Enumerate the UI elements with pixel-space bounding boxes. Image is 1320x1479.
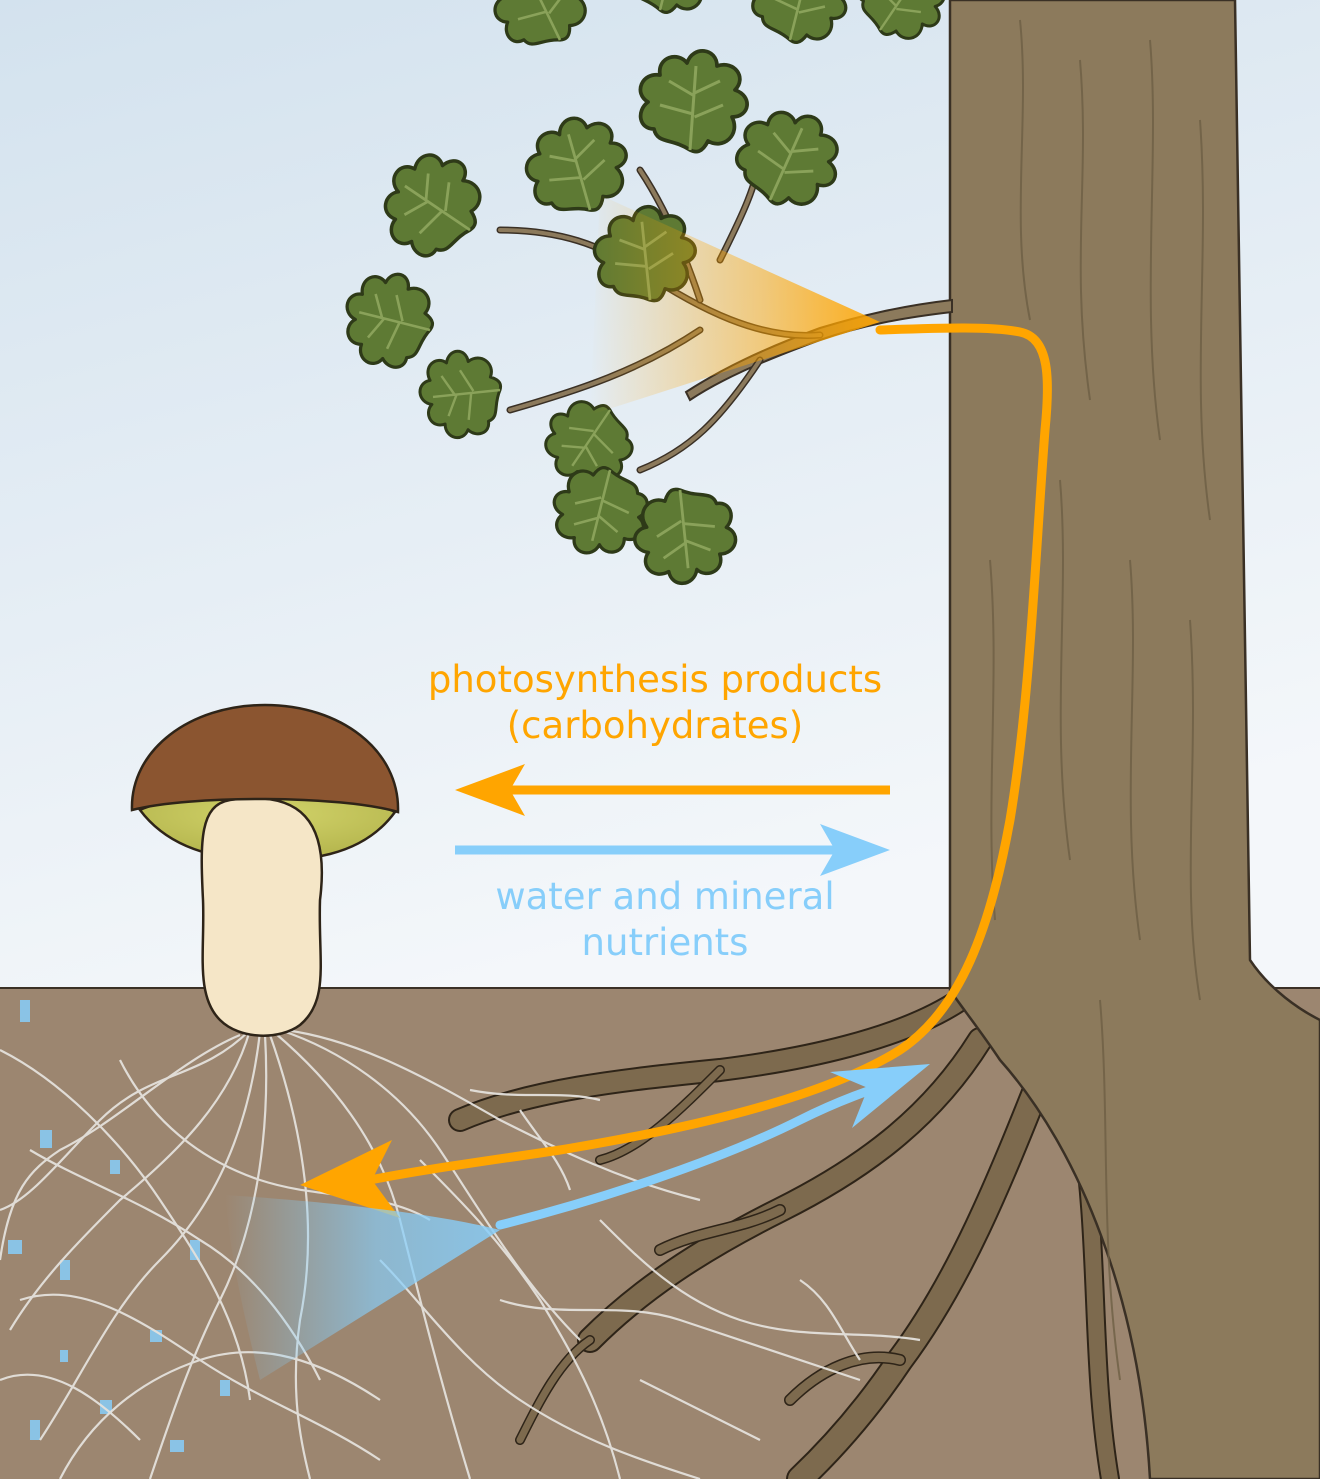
photosynthesis-label: photosynthesis products (carbohydrates) — [400, 657, 910, 749]
mushroom-cap — [130, 703, 400, 814]
photosynthesis-cone — [590, 195, 880, 415]
water-label: water and mineral nutrients — [440, 874, 890, 966]
water-legend-arrow — [455, 824, 890, 876]
photosynthesis-label-line1: photosynthesis products — [427, 658, 883, 701]
carbohydrate-legend-arrow — [455, 764, 890, 816]
photosynthesis-label-line2: (carbohydrates) — [506, 704, 804, 747]
bolete-mushroom — [130, 703, 400, 1037]
water-label-line1: water and mineral — [495, 875, 835, 918]
bark-texture — [989, 19, 1211, 1381]
carbohydrate-flow-arrowhead-left — [300, 1140, 400, 1218]
water-flow-path — [495, 1075, 905, 1230]
water-flow-arrowhead — [830, 1064, 930, 1128]
water-droplets — [8, 1000, 230, 1452]
water-uptake-cone — [225, 1195, 500, 1380]
water-label-line2: nutrients — [581, 921, 749, 964]
carbohydrate-flow-path — [365, 323, 1052, 1185]
mushroom-stem — [200, 796, 324, 1037]
